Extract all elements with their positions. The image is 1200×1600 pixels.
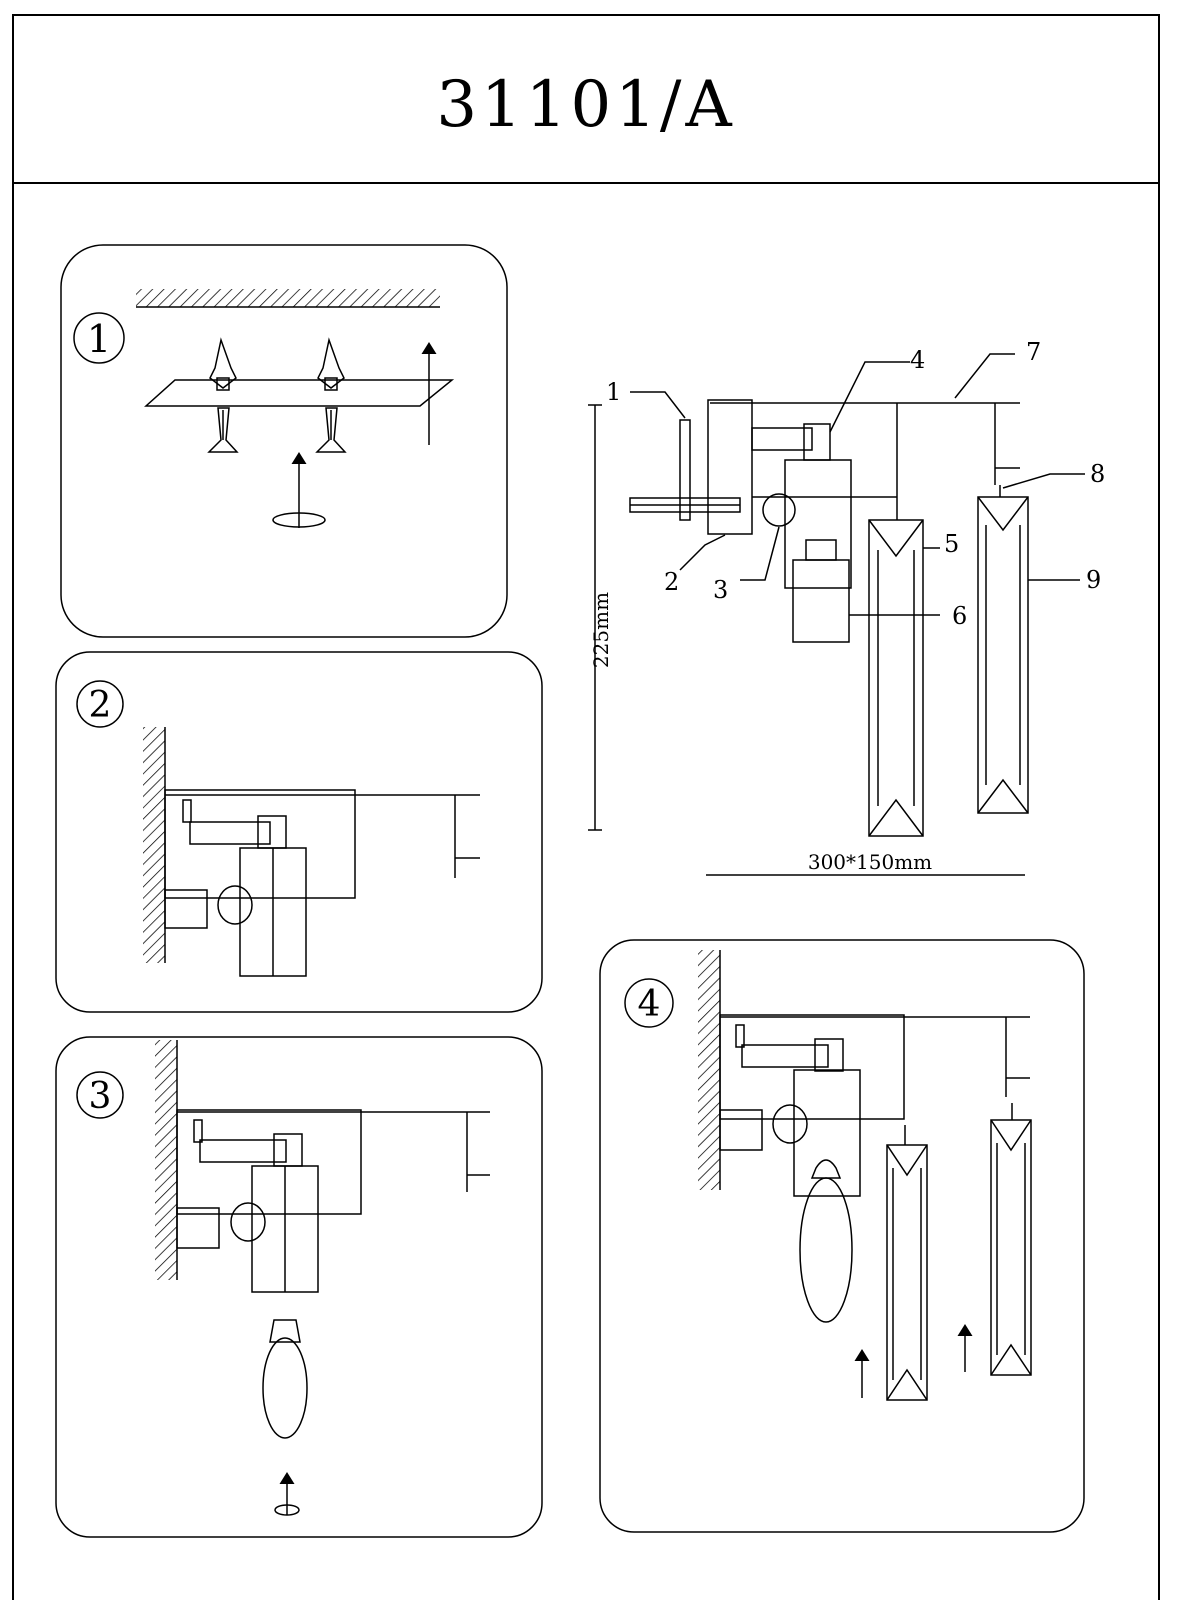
model-title: 31101/A bbox=[436, 68, 736, 142]
step-2-number: 2 bbox=[89, 685, 112, 726]
part-3-knob bbox=[762, 493, 796, 527]
callout-4: 4 bbox=[910, 346, 925, 374]
drawing-sheet: 31101/A bbox=[12, 14, 1160, 1600]
step-4-panel bbox=[599, 939, 1085, 1533]
part-4-socket-nut bbox=[803, 423, 831, 461]
callout-8: 8 bbox=[1090, 460, 1105, 488]
part-2-bracket bbox=[707, 399, 753, 535]
callout-5: 5 bbox=[944, 530, 959, 558]
part-6-lamp-socket bbox=[792, 559, 850, 643]
bulb-base bbox=[269, 1319, 301, 1343]
crystal-long bbox=[990, 1103, 1032, 1376]
step-1-panel bbox=[60, 244, 508, 638]
ceiling-hatch bbox=[136, 289, 440, 307]
size-label: 300*150mm bbox=[808, 850, 932, 874]
step-2-panel bbox=[55, 651, 543, 1013]
wall-hatch bbox=[143, 727, 165, 963]
part-1-backplate bbox=[679, 419, 691, 521]
part-9-crystal-long bbox=[977, 485, 1029, 814]
height-label: 225mm bbox=[589, 592, 613, 668]
mounting-plate bbox=[144, 379, 455, 407]
title-row: 31101/A bbox=[14, 16, 1158, 184]
part-5-crystal-short bbox=[868, 500, 924, 837]
step-1-number: 1 bbox=[87, 317, 111, 361]
wall-anchor-left bbox=[207, 337, 239, 453]
callout-1: 1 bbox=[606, 378, 621, 406]
step-1-badge bbox=[73, 312, 125, 364]
callout-6: 6 bbox=[952, 602, 967, 630]
callout-3: 3 bbox=[713, 576, 728, 604]
rotate-arrow bbox=[272, 512, 326, 528]
step-4-number: 4 bbox=[638, 984, 661, 1025]
callout-7: 7 bbox=[1026, 338, 1041, 366]
bulb-glass bbox=[262, 1337, 308, 1439]
step-3-number: 3 bbox=[89, 1076, 112, 1117]
wall-anchor-right bbox=[315, 337, 347, 453]
step-3-panel bbox=[55, 1036, 543, 1538]
callout-2: 2 bbox=[664, 568, 679, 596]
crystal-short bbox=[886, 1125, 928, 1401]
main-exploded-view bbox=[588, 353, 1085, 876]
callout-9: 9 bbox=[1086, 566, 1101, 594]
